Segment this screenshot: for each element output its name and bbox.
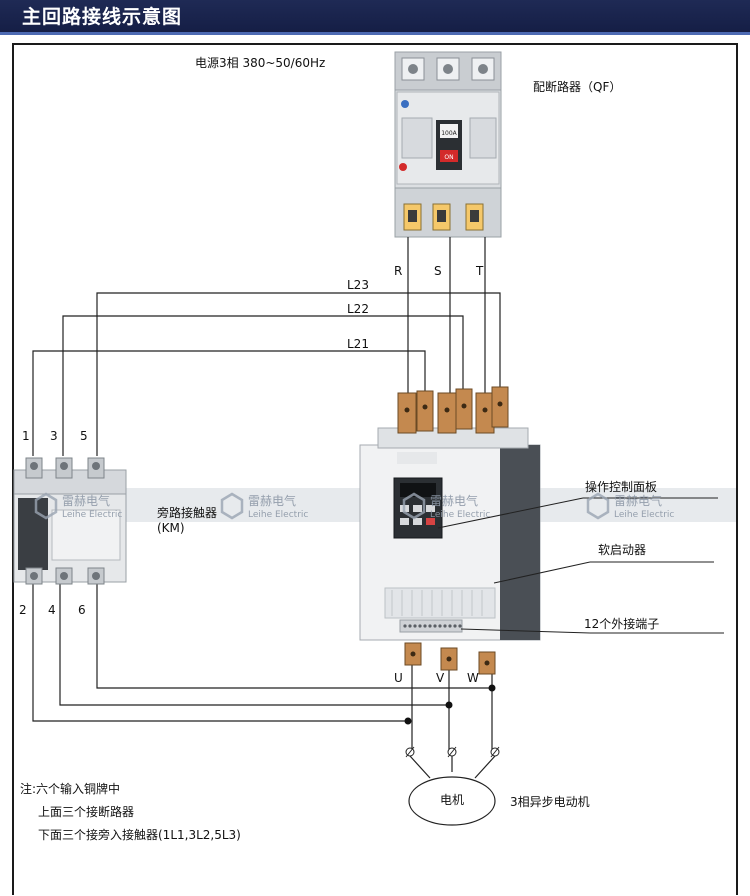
terminal-3-label: 3 bbox=[50, 429, 58, 443]
watermark-cn: 雷赫电气 bbox=[248, 493, 296, 508]
watermark-cn: 雷赫电气 bbox=[614, 493, 662, 508]
watermark-cn: 雷赫电气 bbox=[430, 493, 478, 508]
circuit-breaker: 100A ON bbox=[394, 51, 502, 238]
note-line-1: 注:六个输入铜牌中 bbox=[20, 782, 121, 796]
wire-term2-w bbox=[32, 584, 408, 722]
leader-control-panel bbox=[437, 497, 584, 529]
wire-l21 bbox=[32, 350, 426, 456]
watermark-en: Leihe Electric bbox=[248, 510, 308, 520]
output-w-label: W bbox=[467, 671, 479, 685]
header-bar: 主回路接线示意图 bbox=[0, 0, 750, 35]
junction-dots bbox=[404, 684, 496, 725]
page-title: 主回路接线示意图 bbox=[22, 6, 183, 28]
phase-t-label: T bbox=[476, 264, 484, 278]
watermark-cn: 雷赫电气 bbox=[62, 493, 110, 508]
terminal-6-label: 6 bbox=[78, 603, 86, 617]
phase-s-label: S bbox=[434, 264, 442, 278]
leader-soft-starter bbox=[493, 561, 591, 584]
wires bbox=[32, 237, 501, 779]
wire-l22 bbox=[62, 315, 464, 456]
line-l21-label: L21 bbox=[347, 337, 369, 351]
terminal-4-label: 4 bbox=[48, 603, 56, 617]
terminal-symbols bbox=[405, 746, 500, 758]
breaker-panel-text: 100A bbox=[441, 130, 457, 137]
bypass-contactor-label: 旁路接触器 bbox=[157, 506, 218, 520]
bypass-contactor bbox=[13, 457, 127, 585]
watermark-en: Leihe Electric bbox=[614, 510, 674, 520]
phase-r-label: R bbox=[394, 264, 403, 278]
output-v-label: V bbox=[436, 671, 445, 685]
bypass-contactor-code: (KM) bbox=[157, 521, 185, 535]
breaker-on-text: ON bbox=[444, 154, 453, 161]
wire-l23 bbox=[96, 292, 501, 456]
watermark-en: Leihe Electric bbox=[430, 510, 490, 520]
diagram-frame bbox=[12, 43, 738, 895]
note-line-2: 上面三个接断路器 bbox=[38, 805, 135, 819]
breaker-label: 配断路器（QF） bbox=[533, 80, 622, 94]
wire-motor-w bbox=[474, 755, 496, 779]
motor-symbol bbox=[408, 776, 496, 826]
line-l22-label: L22 bbox=[347, 302, 369, 316]
wire-term6-u bbox=[96, 584, 492, 689]
output-u-label: U bbox=[394, 671, 403, 685]
watermark-logo-icon bbox=[34, 492, 610, 520]
external-terminals-label: 12个外接端子 bbox=[584, 617, 660, 631]
motor-description: 3相异步电动机 bbox=[510, 795, 590, 809]
leader-terminals bbox=[460, 628, 591, 634]
watermark-en: Leihe Electric bbox=[62, 510, 122, 520]
soft-starter-label: 软启动器 bbox=[598, 543, 647, 557]
watermark-text: 雷赫电气 Leihe Electric 雷赫电气 Leihe Electric … bbox=[62, 493, 674, 520]
wire-motor-u bbox=[409, 755, 431, 779]
power-supply-label: 电源3相 380~50/60Hz bbox=[195, 56, 326, 70]
wire-term4-v bbox=[59, 584, 449, 706]
motor-label: 电机 bbox=[440, 793, 465, 807]
terminal-1-label: 1 bbox=[22, 429, 30, 443]
terminal-2-label: 2 bbox=[19, 603, 27, 617]
control-panel-label: 操作控制面板 bbox=[585, 480, 658, 494]
note-line-3: 下面三个接旁入接触器(1L1,3L2,5L3) bbox=[38, 828, 241, 842]
line-l23-label: L23 bbox=[347, 278, 369, 292]
header-stripe bbox=[0, 32, 750, 35]
soft-starter bbox=[359, 386, 541, 675]
terminal-5-label: 5 bbox=[80, 429, 88, 443]
